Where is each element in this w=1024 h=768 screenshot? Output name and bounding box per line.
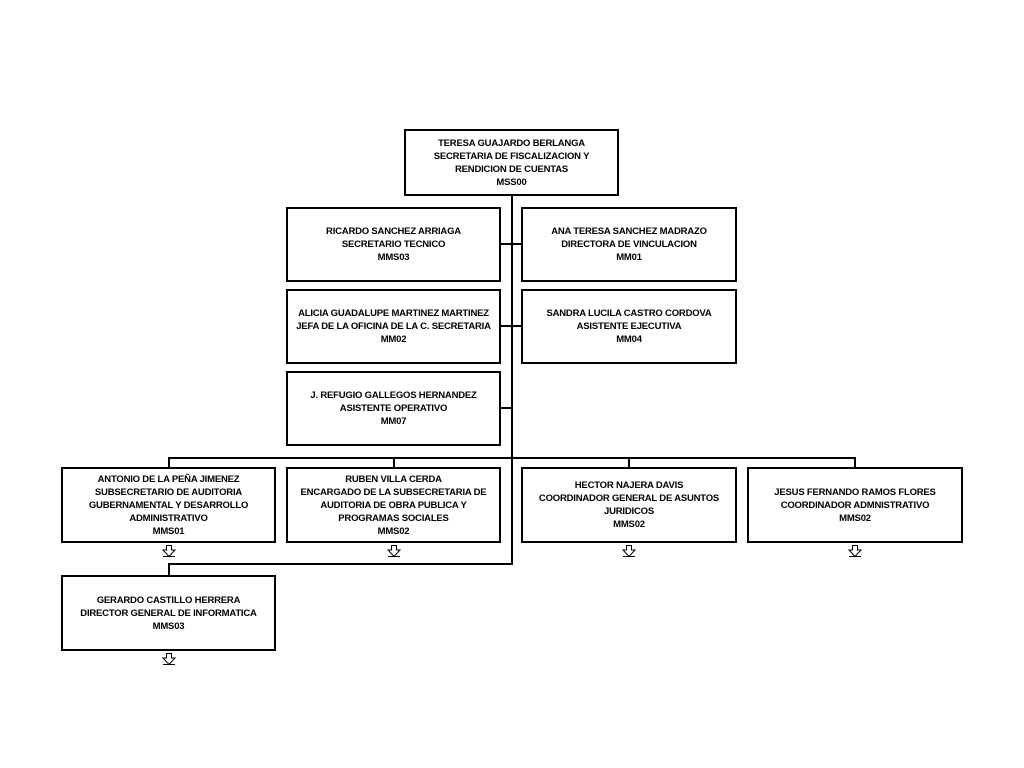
org-box-coordinador-administrativo: JESUS FERNANDO RAMOS FLORES COORDINADOR … (747, 467, 963, 543)
connector-row3 (500, 407, 512, 409)
connector-row1 (500, 243, 522, 245)
node-title: DIRECTORA DE VINCULACION (561, 239, 697, 250)
node-code: MMS03 (152, 620, 185, 632)
node-name: RICARDO SANCHEZ ARRIAGA (326, 226, 461, 237)
expand-subordinates-icon[interactable] (848, 545, 862, 557)
node-code: MMS02 (839, 512, 871, 524)
node-name: J. REFUGIO GALLEGOS HERNANDEZ (310, 390, 477, 401)
branch-drop-1 (168, 457, 170, 468)
node-code: MM07 (380, 416, 407, 427)
node-title: SECRETARIA DE FISCALIZACION Y RENDICION … (433, 150, 590, 175)
node-title: JEFA DE LA OFICINA DE LA C. SECRETARIA (296, 321, 491, 332)
expand-subordinates-icon[interactable] (162, 545, 176, 557)
org-box-root: TERESA GUAJARDO BERLANGA SECRETARIA DE F… (404, 129, 619, 196)
node-name: TERESA GUAJARDO BERLANGA (438, 137, 585, 149)
node-name: GERARDO CASTILLO HERRERA (96, 594, 241, 606)
node-title: SUBSECRETARIO DE AUDITORIA GUBERNAMENTAL… (88, 486, 249, 524)
node-code: MMS02 (377, 525, 410, 537)
org-box-subsecretario-auditoria: ANTONIO DE LA PEÑA JIMENEZ SUBSECRETARIO… (61, 467, 276, 543)
expand-subordinates-icon[interactable] (387, 545, 401, 557)
branch-drop-4 (854, 457, 856, 468)
node-title: ASISTENTE OPERATIVO (339, 403, 448, 414)
node-name: ANTONIO DE LA PEÑA JIMENEZ (97, 473, 240, 485)
node-name: ALICIA GUADALUPE MARTINEZ MARTINEZ (298, 308, 489, 319)
node-name: ANA TERESA SANCHEZ MADRAZO (551, 226, 707, 237)
node-code: MM04 (616, 334, 642, 345)
node-name: SANDRA LUCILA CASTRO CORDOVA (546, 308, 712, 319)
node-title: ENCARGADO DE LA SUBSECRETARIA DE AUDITOR… (300, 486, 487, 524)
node-code: MMS01 (152, 525, 185, 537)
org-box-asistente-ejecutiva: SANDRA LUCILA CASTRO CORDOVA ASISTENTE E… (521, 289, 737, 364)
node-code: MM01 (616, 252, 642, 263)
node-name: HECTOR NAJERA DAVIS (574, 480, 684, 491)
expand-subordinates-icon[interactable] (622, 545, 636, 557)
org-box-asuntos-juridicos: HECTOR NAJERA DAVIS COORDINADOR GENERAL … (521, 467, 737, 543)
node-title: DIRECTOR GENERAL DE INFORMATICA (80, 607, 257, 619)
node-title: ASISTENTE EJECUTIVA (576, 321, 682, 332)
org-box-directora-vinculacion: ANA TERESA SANCHEZ MADRAZO DIRECTORA DE … (521, 207, 737, 282)
informatica-connector (168, 563, 513, 565)
trunk-line (511, 195, 513, 565)
node-code: MMS02 (613, 519, 645, 530)
org-box-subsecretaria-obra: RUBEN VILLA CERDA ENCARGADO DE LA SUBSEC… (286, 467, 501, 543)
branch-drop-2 (393, 457, 395, 468)
branch-bar (168, 457, 856, 459)
org-box-director-informatica: GERARDO CASTILLO HERRERA DIRECTOR GENERA… (61, 575, 276, 651)
branch-drop-3 (628, 457, 630, 468)
node-name: RUBEN VILLA CERDA (345, 473, 442, 485)
node-title: COORDINADOR GENERAL DE ASUNTOS JURIDICOS (538, 493, 720, 517)
node-name: JESUS FERNANDO RAMOS FLORES (774, 486, 936, 498)
org-box-asistente-operativo: J. REFUGIO GALLEGOS HERNANDEZ ASISTENTE … (286, 371, 501, 446)
org-box-jefa-oficina: ALICIA GUADALUPE MARTINEZ MARTINEZ JEFA … (286, 289, 501, 364)
org-box-secretario-tecnico: RICARDO SANCHEZ ARRIAGA SECRETARIO TECNI… (286, 207, 501, 282)
node-title: SECRETARIO TECNICO (341, 239, 446, 250)
node-code: MMS03 (377, 252, 410, 263)
informatica-drop (168, 563, 170, 576)
node-code: MM02 (380, 334, 407, 345)
node-title: COORDINADOR ADMNISTRATIVO (780, 499, 930, 511)
node-code: MSS00 (496, 176, 527, 188)
connector-row2 (500, 325, 522, 327)
expand-subordinates-icon[interactable] (162, 653, 176, 665)
